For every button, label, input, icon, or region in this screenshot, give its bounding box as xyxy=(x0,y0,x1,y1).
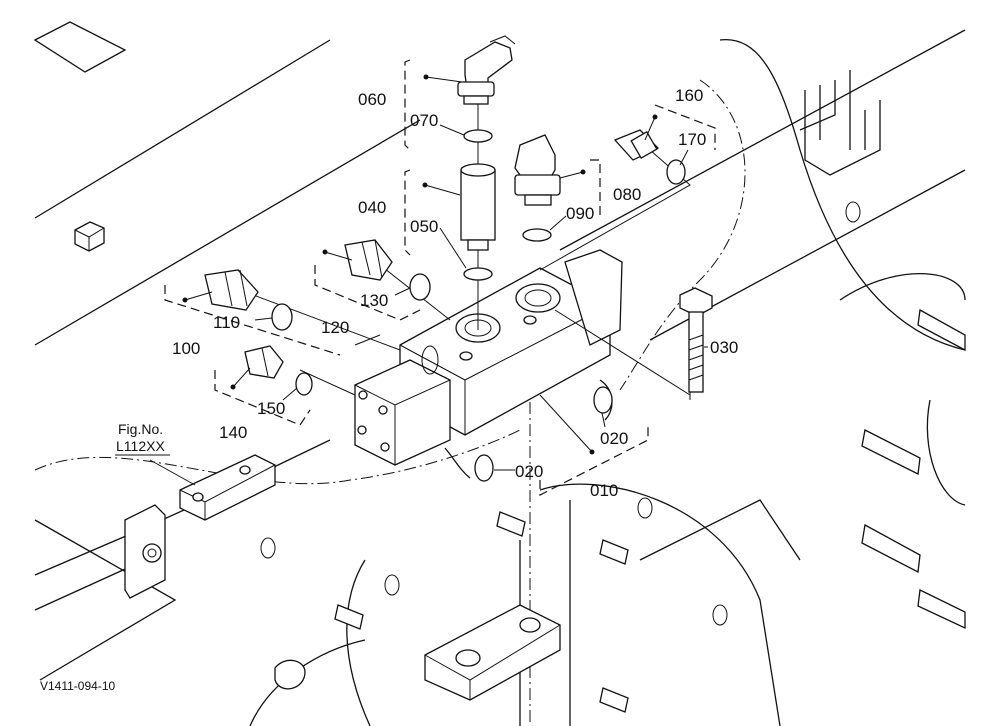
stud-bolts xyxy=(334,308,966,713)
label-080: 080 xyxy=(613,185,641,204)
figure-reference-line1: Fig.No. xyxy=(118,421,163,437)
part-number-labels: 010 020 020 030 040 050 060 070 080 090 … xyxy=(172,86,738,500)
label-060: 060 xyxy=(358,90,386,109)
label-170: 170 xyxy=(678,130,706,149)
fitting-100 xyxy=(204,269,259,311)
label-030: 030 xyxy=(710,338,738,357)
oring-020-right xyxy=(593,386,613,414)
label-020-lower: 020 xyxy=(515,462,543,481)
label-140: 140 xyxy=(219,423,247,442)
figure-reference: Fig.No. L112XX xyxy=(115,421,170,456)
label-020-right: 020 xyxy=(600,429,628,448)
label-050: 050 xyxy=(410,217,438,236)
bolt-030 xyxy=(679,287,713,393)
label-150: 150 xyxy=(257,399,285,418)
coupler-040 xyxy=(460,163,496,251)
mounting-bracket xyxy=(424,604,561,701)
figure-reference-line2: L112XX xyxy=(116,438,165,454)
label-160: 160 xyxy=(675,86,703,105)
label-010: 010 xyxy=(590,481,618,500)
oring-110 xyxy=(271,303,293,331)
fitting-160 xyxy=(613,129,660,161)
elbow-080 xyxy=(514,134,561,206)
oring-130 xyxy=(409,273,431,301)
oring-170 xyxy=(666,159,686,185)
fitting-060 xyxy=(457,35,516,105)
callout-leaders xyxy=(149,76,708,486)
oring-050 xyxy=(463,267,493,281)
oring-150 xyxy=(295,372,313,396)
label-130: 130 xyxy=(360,291,388,310)
oring-020-lower xyxy=(474,454,494,482)
fitting-140 xyxy=(244,345,284,379)
drawing-code: V1411-094-10 xyxy=(40,679,115,693)
label-070: 070 xyxy=(410,111,438,130)
valve-block xyxy=(354,249,623,479)
label-100: 100 xyxy=(172,339,200,358)
oring-070 xyxy=(463,129,493,143)
label-090: 090 xyxy=(566,204,594,223)
group-brackets xyxy=(164,59,716,496)
label-110: 110 xyxy=(213,313,240,332)
fitting-120 xyxy=(344,239,393,281)
label-040: 040 xyxy=(358,198,386,217)
label-120: 120 xyxy=(321,318,349,337)
oring-090 xyxy=(522,228,552,242)
reference-block xyxy=(124,454,306,690)
